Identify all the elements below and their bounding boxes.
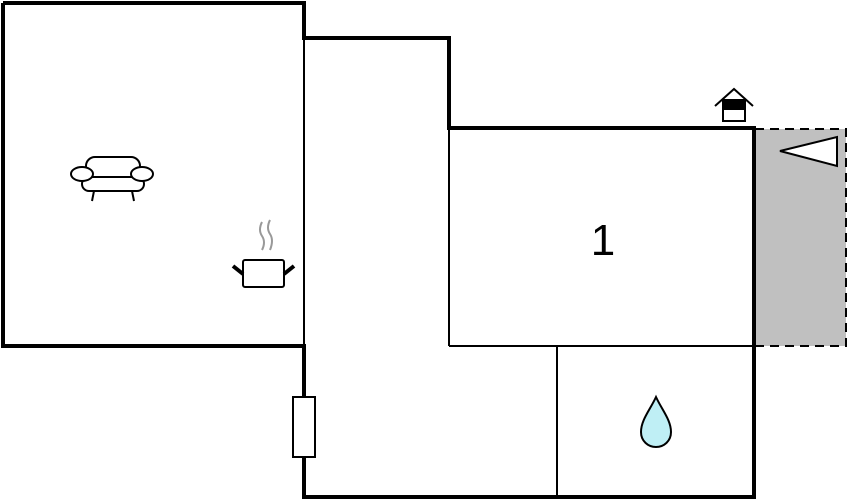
house-entrance-icon [714,87,754,122]
sofa-icon [70,156,154,202]
terrace-direction-icon [779,135,838,168]
water-drop-icon [639,394,673,449]
exterior-walls [1,1,756,499]
room-number: 1 [591,216,615,265]
door-icon [292,396,316,458]
cooking-pot-icon [231,219,296,288]
